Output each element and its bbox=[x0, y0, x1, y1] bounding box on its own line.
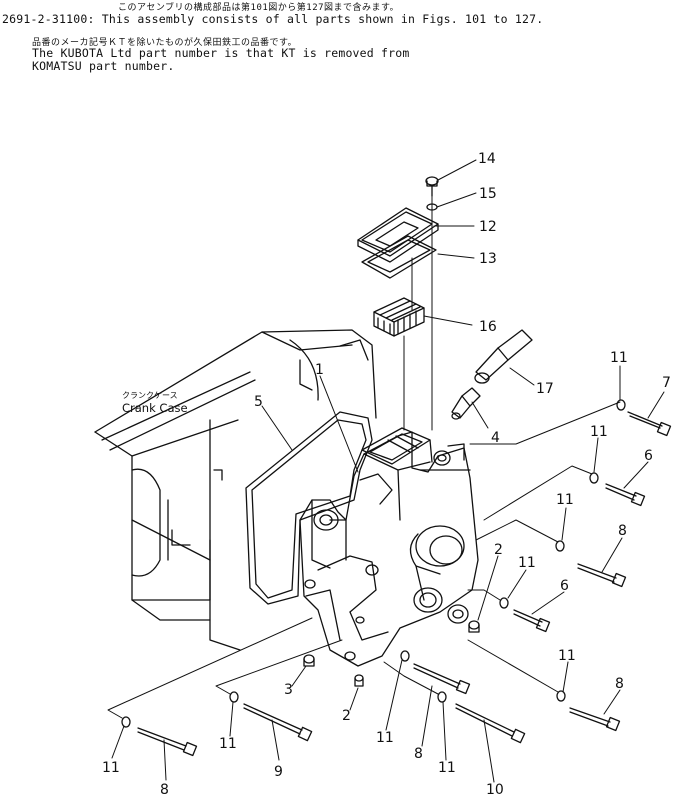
plug-3 bbox=[303, 654, 315, 667]
header-japanese-line-2: 品番のメーカ記号ＫＴを除いたものが久保田鉄工の品番です。 bbox=[32, 38, 298, 48]
callout-2-a: 2 bbox=[494, 542, 503, 558]
callout-5: 5 bbox=[254, 394, 263, 410]
callout-11-d: 11 bbox=[518, 555, 536, 571]
callout-11-g: 11 bbox=[219, 736, 237, 752]
gear-case-housing bbox=[299, 427, 479, 667]
assembly-lines bbox=[107, 195, 621, 719]
plug-2-upper bbox=[468, 620, 480, 633]
callout-8-c: 8 bbox=[414, 746, 423, 762]
kubota-note-line-1: The KUBOTA Ltd part number is that KT is… bbox=[32, 46, 410, 60]
callout-16: 16 bbox=[479, 319, 497, 335]
callout-8-d: 8 bbox=[160, 782, 169, 798]
callout-10: 10 bbox=[486, 782, 504, 798]
bolt-8-lower-right bbox=[569, 707, 621, 732]
callout-11-f: 11 bbox=[376, 730, 394, 746]
callout-11-c: 11 bbox=[556, 492, 574, 508]
gasket bbox=[245, 411, 373, 605]
callout-13: 13 bbox=[479, 251, 497, 267]
callout-7: 7 bbox=[662, 375, 671, 391]
crank-case-label-japanese: クランクケース bbox=[122, 391, 178, 400]
oil-filter-element bbox=[373, 297, 425, 337]
callout-11-a: 11 bbox=[610, 350, 628, 366]
plug-2-lower bbox=[354, 674, 364, 687]
callout-numbers: 14 15 12 13 16 17 1 5 4 11 7 11 6 11 8 2… bbox=[102, 151, 671, 798]
callout-11-b: 11 bbox=[590, 424, 608, 440]
crank-case-label: Crank Case bbox=[122, 401, 188, 415]
callout-12: 12 bbox=[479, 219, 497, 235]
callout-9: 9 bbox=[274, 764, 283, 780]
bolt-10 bbox=[455, 703, 526, 744]
callout-11-e: 11 bbox=[558, 648, 576, 664]
bolt-9 bbox=[243, 703, 313, 742]
bolt-8-lower-left bbox=[137, 727, 198, 757]
callout-1: 1 bbox=[315, 362, 324, 378]
callout-11-h: 11 bbox=[438, 760, 456, 776]
kubota-note-line-2: KOMATSU part number. bbox=[32, 59, 175, 73]
callout-17: 17 bbox=[536, 381, 554, 397]
crank-case-outline bbox=[94, 329, 377, 651]
top-cover bbox=[357, 207, 439, 263]
callout-6-b: 6 bbox=[560, 578, 569, 594]
callout-8-b: 8 bbox=[615, 676, 624, 692]
bolt-8-right bbox=[577, 563, 627, 588]
bolt-8-middle bbox=[413, 663, 471, 695]
callout-6-a: 6 bbox=[644, 448, 653, 464]
bolt-6-upper bbox=[605, 483, 646, 507]
callout-14: 14 bbox=[478, 151, 496, 167]
cover-gasket bbox=[361, 235, 437, 279]
callout-4: 4 bbox=[491, 430, 500, 446]
cover-screw bbox=[425, 176, 439, 197]
leader-lines bbox=[111, 159, 665, 783]
callout-11-i: 11 bbox=[102, 760, 120, 776]
bolt-6-middle bbox=[513, 609, 551, 633]
callout-15: 15 bbox=[479, 186, 497, 202]
callout-8-a: 8 bbox=[618, 523, 627, 539]
level-gauge bbox=[451, 387, 481, 420]
header-japanese-line-1: このアセンブリの構成部品は第101図から第127図まで含みます。 bbox=[118, 3, 400, 13]
assembly-note: 2691-2-31100: This assembly consists of … bbox=[2, 12, 544, 26]
level-gauge-guide bbox=[474, 329, 533, 384]
callout-3: 3 bbox=[284, 682, 293, 698]
callout-2-b: 2 bbox=[342, 708, 351, 724]
bolt-7 bbox=[627, 411, 672, 437]
